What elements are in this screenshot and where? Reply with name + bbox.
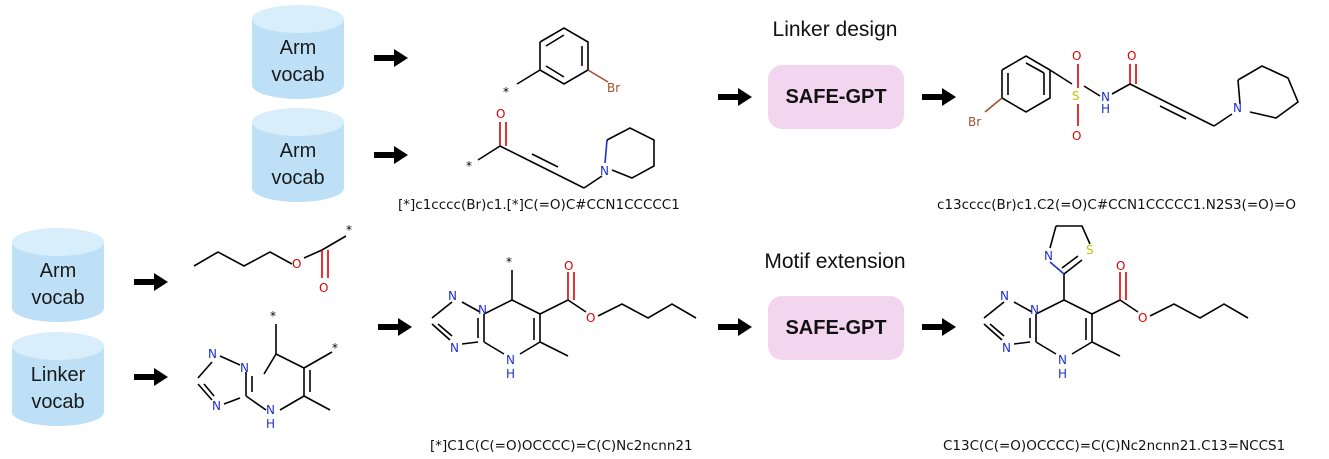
motif-output-smiles: C13C(C(=O)OCCCC)=C(C)Nc2ncnn21.C13=NCCS1 [943,438,1286,454]
oxygen-atom: O [496,107,505,121]
oxygen-atom: O [1072,129,1081,143]
oxygen-atom: O [1127,49,1136,63]
sulfur-atom: S [1072,89,1080,103]
oxygen-atom: O [292,257,301,271]
arm-vocab-cylinder-2: Arm vocab [252,108,344,202]
database-icon [12,228,104,322]
database-icon [12,332,104,426]
oxygen-atom: O [1072,49,1081,63]
safe-gpt-box-linker: SAFE-GPT [768,65,904,129]
bromine-atom: Br [968,115,981,129]
oxygen-atom: O [586,311,595,325]
safe-gpt-label: SAFE-GPT [785,316,887,339]
database-icon [252,5,344,99]
motif-input-smiles: [*]C1C(C(=O)OCCCC)=C(C)Nc2ncnn21 [430,438,693,454]
nitrogen-atom: N [1030,303,1039,317]
linker-vocab-cylinder: Linker vocab [12,332,104,426]
safe-gpt-box-motif: SAFE-GPT [768,296,904,360]
arm-vocab-cylinder-1: Arm vocab [252,5,344,99]
attachment-star: * [346,223,352,237]
nitrogen-atom: N [1058,353,1067,367]
hydrogen-atom: H [266,417,275,431]
oxygen-atom: O [1138,311,1147,325]
nitrogen-atom: N [1044,249,1053,263]
nitrogen-atom: N [450,341,459,355]
linker-input-smiles: [*]c1cccc(Br)c1.[*]C(=O)C#CCN1CCCCC1 [398,197,680,213]
nitrogen-atom: N [1000,289,1009,303]
safe-gpt-label: SAFE-GPT [785,85,887,108]
sulfur-atom: S [1086,243,1094,257]
vocab-label-line1: Arm [279,140,317,162]
vocab-label-line2: vocab [31,391,85,413]
nitrogen-atom: N [208,347,217,361]
linker-output-smiles: c13cccc(Br)c1.C2(=O)C#CCN1CCCCC1.N2S3(=O… [937,197,1296,213]
vocab-label-line1: Linker [30,364,86,386]
nitrogen-atom: N [1233,101,1242,115]
nitrogen-atom: N [1101,90,1110,104]
nitrogen-atom: N [600,164,609,178]
attachment-star: * [503,85,509,99]
nitrogen-atom: N [448,289,457,303]
vocab-label-line2: vocab [271,64,325,86]
hydrogen-atom: H [506,367,515,381]
linker-design-title: Linker design [772,18,898,41]
database-icon [252,108,344,202]
vocab-label-line2: vocab [271,167,325,189]
vocab-label-line1: Arm [39,260,77,282]
vocab-label-line2: vocab [31,287,85,309]
hydrogen-atom: H [1058,367,1067,381]
oxygen-atom: O [564,259,573,273]
attachment-star: * [332,341,338,355]
arm-vocab-cylinder-3: Arm vocab [12,228,104,322]
nitrogen-atom: N [212,399,221,413]
attachment-star: * [506,255,512,269]
motif-extension-title: Motif extension [764,250,906,273]
oxygen-atom: O [1116,259,1125,273]
nitrogen-atom: N [506,353,515,367]
oxygen-atom: O [319,281,328,295]
nitrogen-atom: N [1002,341,1011,355]
vocab-label-line1: Arm [279,37,317,59]
hydrogen-atom: H [1101,102,1110,116]
attachment-star: * [466,159,472,173]
nitrogen-atom: N [266,403,275,417]
attachment-star: * [270,309,276,323]
bromine-atom: Br [607,81,620,95]
nitrogen-atom: N [478,303,487,317]
nitrogen-atom: N [240,361,249,375]
